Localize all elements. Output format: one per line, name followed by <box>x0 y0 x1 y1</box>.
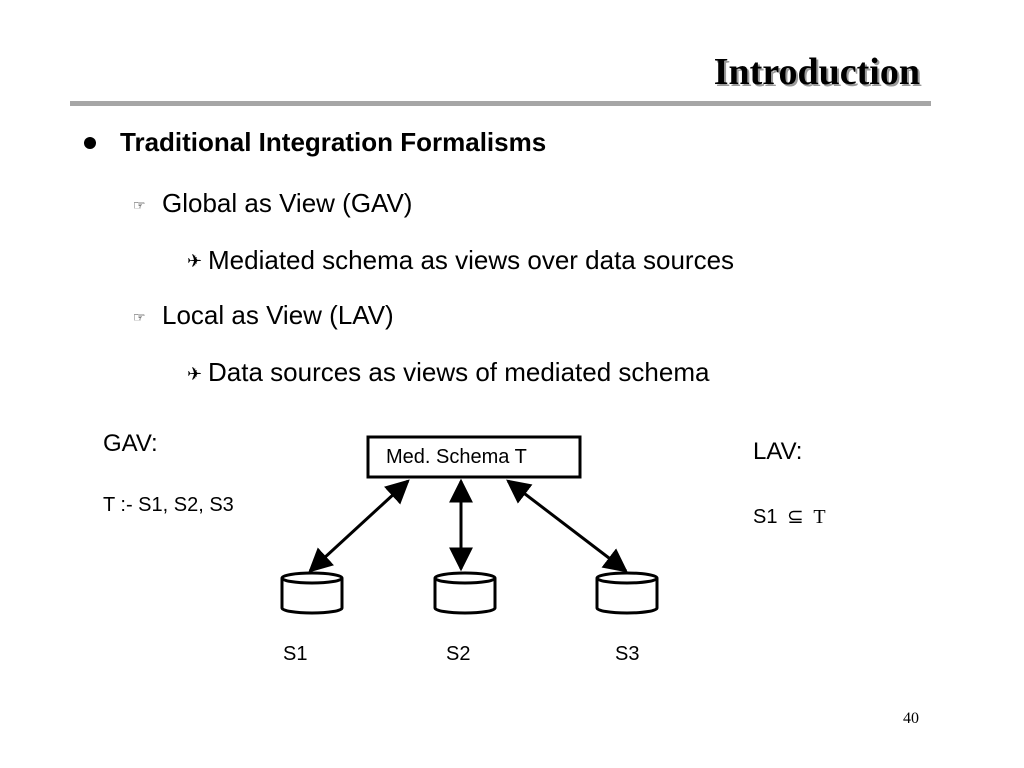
outline-item-lav: Local as View (LAV) <box>162 300 394 330</box>
mediator-label: Med. Schema T <box>386 446 527 468</box>
airplane-icon: ✈ <box>187 364 203 384</box>
database-icon <box>433 571 497 615</box>
database-icon <box>595 571 659 615</box>
gav-rule: T :- S1, S2, S3 <box>103 494 234 516</box>
lav-rule: S1 ⊆ T <box>753 504 826 529</box>
arrow-s3 <box>506 479 628 573</box>
gav-label: GAV: <box>103 430 158 457</box>
outline-subitem-gav: Mediated schema as views over data sourc… <box>208 245 735 275</box>
outline-item-gav: Global as View (GAV) <box>162 188 413 218</box>
mediator-box <box>366 435 582 479</box>
pointing-hand-icon: ☞ <box>133 309 146 325</box>
arrow-s1 <box>308 479 410 573</box>
database-icon <box>280 571 344 615</box>
subset-eq-icon: ⊆ <box>787 506 804 528</box>
source-label-s2: S2 <box>446 643 471 665</box>
lav-label: LAV: <box>753 438 803 465</box>
source-label-s1: S1 <box>283 643 308 665</box>
page-number: 40 <box>903 710 919 727</box>
outline-subitem-lav: Data sources as views of mediated schema <box>208 357 710 387</box>
title-divider <box>70 101 931 106</box>
bullet-dot-icon <box>84 137 96 149</box>
airplane-icon: ✈ <box>187 251 203 271</box>
source-label-s3: S3 <box>615 643 640 665</box>
outline-heading: Traditional Integration Formalisms <box>120 127 547 157</box>
slide-title: Introduction <box>713 51 920 93</box>
lav-rule-left: S1 <box>753 506 778 528</box>
pointing-hand-icon: ☞ <box>133 197 146 213</box>
lav-rule-right: T <box>813 506 826 528</box>
